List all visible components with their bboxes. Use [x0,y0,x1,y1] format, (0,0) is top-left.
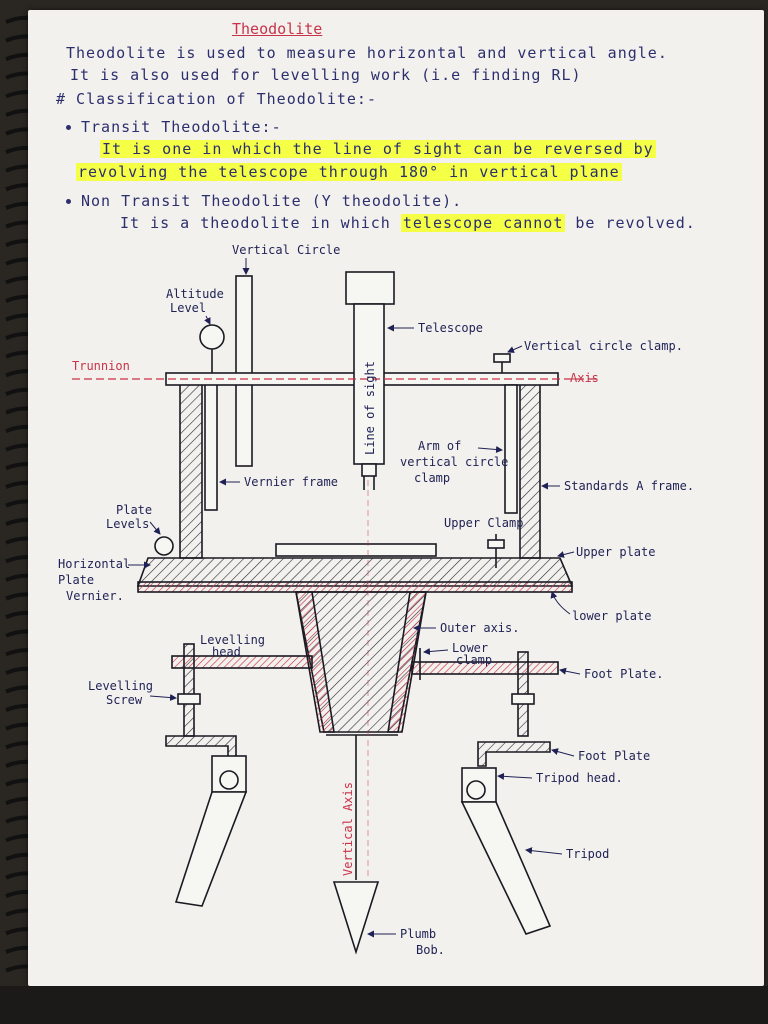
page-title: Theodolite [232,20,323,38]
label-arm-1: Arm of [418,439,461,453]
transit-desc-1-text: It is one in which the line of sight can… [100,140,656,158]
label-tripod-head: Tripod head. [536,771,623,785]
label-axis: Axis [570,371,599,385]
classification-heading: # Classification of Theodolite:- [56,90,377,108]
label-plate-levels-2: Levels [106,517,149,531]
transit-desc-2-text: revolving the telescope through 180° in … [76,163,622,181]
label-horizontal-1: Horizontal [58,557,130,571]
label-altitude-level-1: Altitude [166,287,224,301]
outer-axis-left [295,591,335,733]
transit-desc-1: It is one in which the line of sight can… [100,140,656,158]
tripod-head-left [211,755,247,793]
lower-plate [137,581,573,593]
label-trunnion: Trunnion [72,359,130,373]
tripod-leg-left [174,791,248,907]
label-levelling-screw-1: Levelling [88,679,153,693]
label-vertical-circle: Vertical Circle [232,243,340,257]
upper-plate-top [275,543,437,557]
standard-left [179,379,203,559]
label-vernier-frame: Vernier frame [244,475,338,489]
label-vertical-circle-clamp: Vertical circle clamp. [524,339,683,353]
label-telescope: Telescope [418,321,483,335]
tripod-head-right [461,767,497,803]
vertical-circle-clamp [493,353,511,363]
label-horizontal-3: Vernier. [66,589,124,603]
altitude-level-bubble [199,324,225,350]
transit-desc-2: revolving the telescope through 180° in … [76,163,622,181]
transit-heading: Transit Theodolite:- [66,118,282,136]
theodolite-diagram: Vertical Circle Altitude Level Telescope… [58,243,694,957]
label-outer-axis: Outer axis. [440,621,519,635]
label-plumb-bob-2: Bob. [416,943,445,957]
telescope-end [361,463,377,477]
label-upper-clamp: Upper Clamp [444,516,523,530]
transit-heading-text: Transit Theodolite:- [81,118,282,136]
label-vertical-axis: Vertical Axis [341,782,355,876]
label-foot-plate-2: Foot Plate [578,749,650,763]
label-foot-plate-1: Foot Plate. [584,667,663,681]
desk-background [0,986,768,1024]
plumb-bob [332,881,380,955]
foot-plate-right [477,741,551,767]
levelling-screw-left [183,643,195,737]
label-levelling-screw-2: Screw [106,693,143,707]
label-altitude-level-2: Level [170,301,206,315]
intro-line-1: Theodolite is used to measure horizontal… [66,44,668,62]
label-arm-2: vertical circle [400,455,508,469]
label-standards-frame: Standards A frame. [564,479,694,493]
label-line-of-sight: Line of sight [363,361,377,455]
non-transit-desc-prefix: It is a theodolite in which [120,214,391,232]
label-tripod: Tripod [566,847,609,861]
label-plumb-bob-1: Plumb [400,927,436,941]
label-levelling-head-1: Levelling [200,633,265,647]
label-horizontal-2: Plate [58,573,94,587]
non-transit-heading-text: Non Transit Theodolite (Y theodolite). [81,192,463,210]
label-lower-clamp-1: Lower [452,641,488,655]
label-lower-plate: lower plate [572,609,651,623]
plate-level-bubble [154,536,174,556]
bullet-icon [66,125,71,130]
label-lower-clamp-2: clamp [456,653,492,667]
telescope-eyepiece [345,271,395,305]
levelling-head-bar [171,655,313,669]
non-transit-desc-highlight: telescope cannot [400,214,566,232]
label-levelling-head-2: head [212,645,241,659]
non-transit-desc-suffix: be revolved. [575,214,696,232]
telescope-tube [353,303,385,465]
non-transit-heading: Non Transit Theodolite (Y theodolite). [66,192,462,210]
intro-line-2: It is also used for levelling work (i.e … [70,66,582,84]
label-upper-plate: Upper plate [576,545,655,559]
standard-right [519,383,541,559]
arm-of-clamp [504,384,518,514]
tripod-leg-right [460,801,552,935]
bullet-icon [66,199,71,204]
label-plate-levels-1: Plate [116,503,152,517]
non-transit-desc: It is a theodolite in which telescope ca… [120,214,696,232]
vernier-frame-bar [204,377,218,511]
vertical-circle-bar [235,275,253,467]
label-arm-3: clamp [414,471,450,485]
